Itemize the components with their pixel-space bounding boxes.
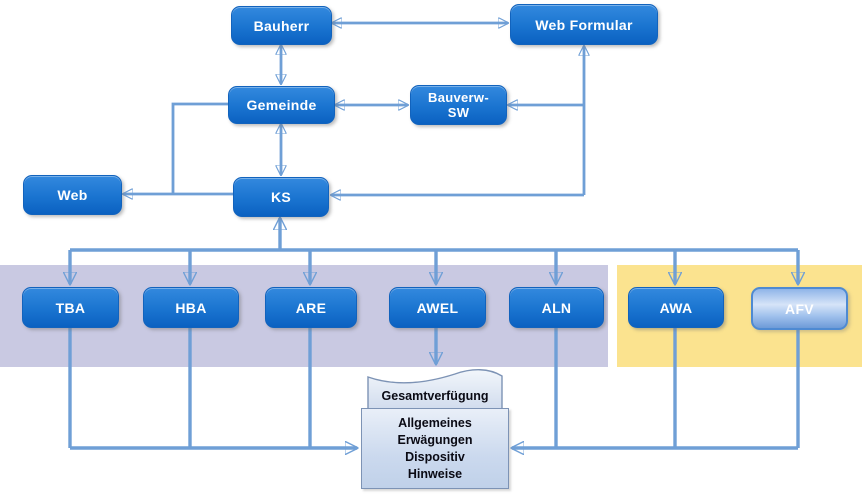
- verfuegung-sections-document: Allgemeines Erwägungen Dispositiv Hinwei…: [361, 408, 509, 489]
- node-aln-label: ALN: [541, 299, 572, 316]
- node-aln: ALN: [509, 287, 604, 328]
- node-web: Web: [23, 175, 122, 215]
- gesamtverfuegung-label: Gesamtverfügung: [381, 389, 489, 403]
- node-bauverw-sw: Bauverw- SW: [410, 85, 507, 125]
- node-ks-label: KS: [270, 189, 292, 205]
- node-bauverw-sw-line1: Bauverw-: [428, 90, 489, 105]
- connector-gemeinde-branch: [171, 102, 228, 194]
- node-are-label: ARE: [295, 299, 327, 316]
- document-wave-shape: [367, 369, 503, 415]
- node-gemeinde-label: Gemeinde: [246, 97, 317, 113]
- node-hba-label: HBA: [175, 299, 207, 316]
- node-afv-label: AFV: [785, 300, 814, 317]
- section-dispositiv: Dispositiv: [405, 449, 465, 464]
- node-web-formular: Web Formular: [510, 4, 658, 45]
- node-ks: KS: [233, 177, 329, 217]
- node-bauherr: Bauherr: [231, 6, 332, 45]
- node-tba-label: TBA: [55, 299, 86, 316]
- node-bauherr-label: Bauherr: [253, 17, 310, 34]
- node-awa-label: AWA: [659, 299, 693, 316]
- section-allgemeines: Allgemeines: [398, 415, 472, 430]
- node-bauverw-sw-line2: SW: [447, 105, 470, 120]
- gesamtverfuegung-document: Gesamtverfügung: [367, 365, 503, 415]
- node-web-label: Web: [57, 187, 88, 203]
- node-gemeinde: Gemeinde: [228, 86, 335, 124]
- section-erwaegungen: Erwägungen: [397, 432, 473, 447]
- node-afv: AFV: [751, 287, 848, 330]
- node-awel-label: AWEL: [416, 299, 459, 316]
- node-awa: AWA: [628, 287, 724, 328]
- node-awel: AWEL: [389, 287, 486, 328]
- node-tba: TBA: [22, 287, 119, 328]
- node-hba: HBA: [143, 287, 239, 328]
- node-web-formular-label: Web Formular: [535, 16, 633, 33]
- section-hinweise: Hinweise: [407, 466, 463, 481]
- node-are: ARE: [265, 287, 357, 328]
